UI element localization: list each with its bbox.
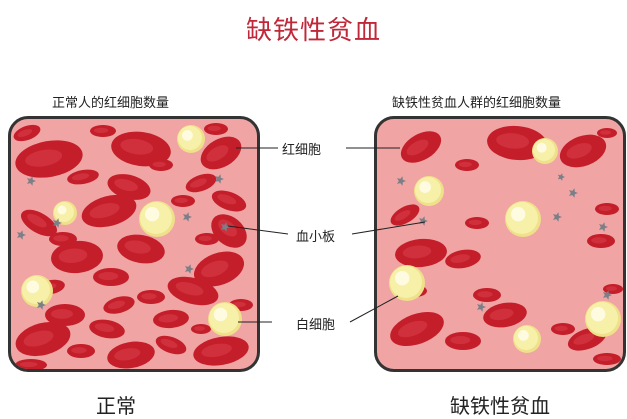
platelet bbox=[183, 212, 192, 222]
white-blood-cell bbox=[139, 201, 175, 237]
platelet bbox=[215, 174, 224, 184]
red-blood-cell bbox=[455, 159, 479, 171]
red-blood-cell bbox=[191, 332, 251, 369]
platelet bbox=[569, 188, 578, 198]
anemia-caption: 缺铁性贫血人群的红细胞数量 bbox=[392, 92, 561, 111]
platelet bbox=[599, 222, 608, 232]
red-blood-cell bbox=[137, 290, 165, 304]
red-blood-cell bbox=[153, 332, 189, 358]
red-blood-cell bbox=[551, 323, 575, 335]
anemia-blood-panel bbox=[374, 116, 626, 372]
platelet bbox=[419, 216, 428, 226]
red-blood-cell bbox=[597, 128, 617, 138]
red-blood-cell bbox=[66, 167, 100, 186]
red-blood-cell bbox=[205, 207, 254, 254]
red-blood-cell bbox=[445, 332, 481, 350]
normal-caption: 正常人的红细胞数量 bbox=[52, 92, 169, 111]
main-title: 缺铁性贫血 bbox=[0, 10, 627, 47]
red-blood-cell bbox=[149, 159, 173, 171]
red-blood-cell bbox=[394, 237, 448, 269]
red-blood-cell bbox=[204, 123, 228, 135]
red-blood-cell bbox=[395, 125, 446, 170]
platelet bbox=[397, 176, 406, 186]
white-blood-cell bbox=[389, 265, 425, 301]
red-blood-cell bbox=[11, 122, 42, 145]
white-blood-cell bbox=[585, 301, 621, 337]
red-blood-cell bbox=[209, 186, 249, 215]
red-blood-cell bbox=[387, 200, 423, 230]
red-blood-cell bbox=[15, 359, 47, 369]
anemia-label: 缺铁性贫血 bbox=[450, 390, 550, 419]
platelet bbox=[27, 176, 36, 186]
normal-blood-panel bbox=[8, 116, 260, 372]
white-blood-cell bbox=[177, 125, 205, 153]
rbc-callout-label: 红细胞 bbox=[282, 139, 321, 158]
normal-blood-illustration bbox=[11, 119, 257, 369]
red-blood-cell bbox=[93, 268, 129, 286]
platelet bbox=[17, 230, 26, 240]
white-blood-cell bbox=[208, 302, 242, 336]
platelet bbox=[185, 264, 194, 274]
platelet bbox=[558, 173, 565, 181]
red-blood-cell bbox=[195, 233, 219, 245]
red-blood-cell bbox=[587, 234, 615, 248]
white-blood-cell bbox=[505, 201, 541, 237]
red-blood-cell bbox=[191, 324, 211, 334]
platelet-callout-label: 血小板 bbox=[296, 226, 335, 245]
platelet bbox=[553, 212, 562, 222]
red-blood-cell bbox=[183, 170, 219, 196]
anemia-blood-illustration bbox=[377, 119, 623, 369]
wbc-callout-label: 白细胞 bbox=[296, 314, 335, 333]
red-blood-cell bbox=[444, 247, 483, 271]
red-blood-cell bbox=[603, 284, 623, 294]
white-blood-cell bbox=[21, 275, 53, 307]
red-blood-cell bbox=[101, 293, 136, 317]
red-blood-cell bbox=[152, 308, 189, 329]
normal-label: 正常 bbox=[96, 390, 136, 419]
red-blood-cell bbox=[90, 125, 116, 137]
red-blood-cell bbox=[386, 305, 449, 352]
red-blood-cell bbox=[593, 353, 621, 365]
red-blood-cell bbox=[105, 338, 157, 369]
white-blood-cell bbox=[532, 138, 558, 164]
red-blood-cell bbox=[481, 299, 528, 330]
red-blood-cell bbox=[67, 344, 95, 358]
red-blood-cell bbox=[465, 217, 489, 229]
red-blood-cell bbox=[88, 317, 127, 341]
white-blood-cell bbox=[414, 176, 444, 206]
platelet bbox=[477, 302, 486, 312]
red-blood-cell bbox=[473, 288, 501, 302]
red-blood-cell bbox=[595, 203, 619, 215]
red-blood-cell bbox=[171, 195, 195, 207]
white-blood-cell bbox=[513, 325, 541, 353]
